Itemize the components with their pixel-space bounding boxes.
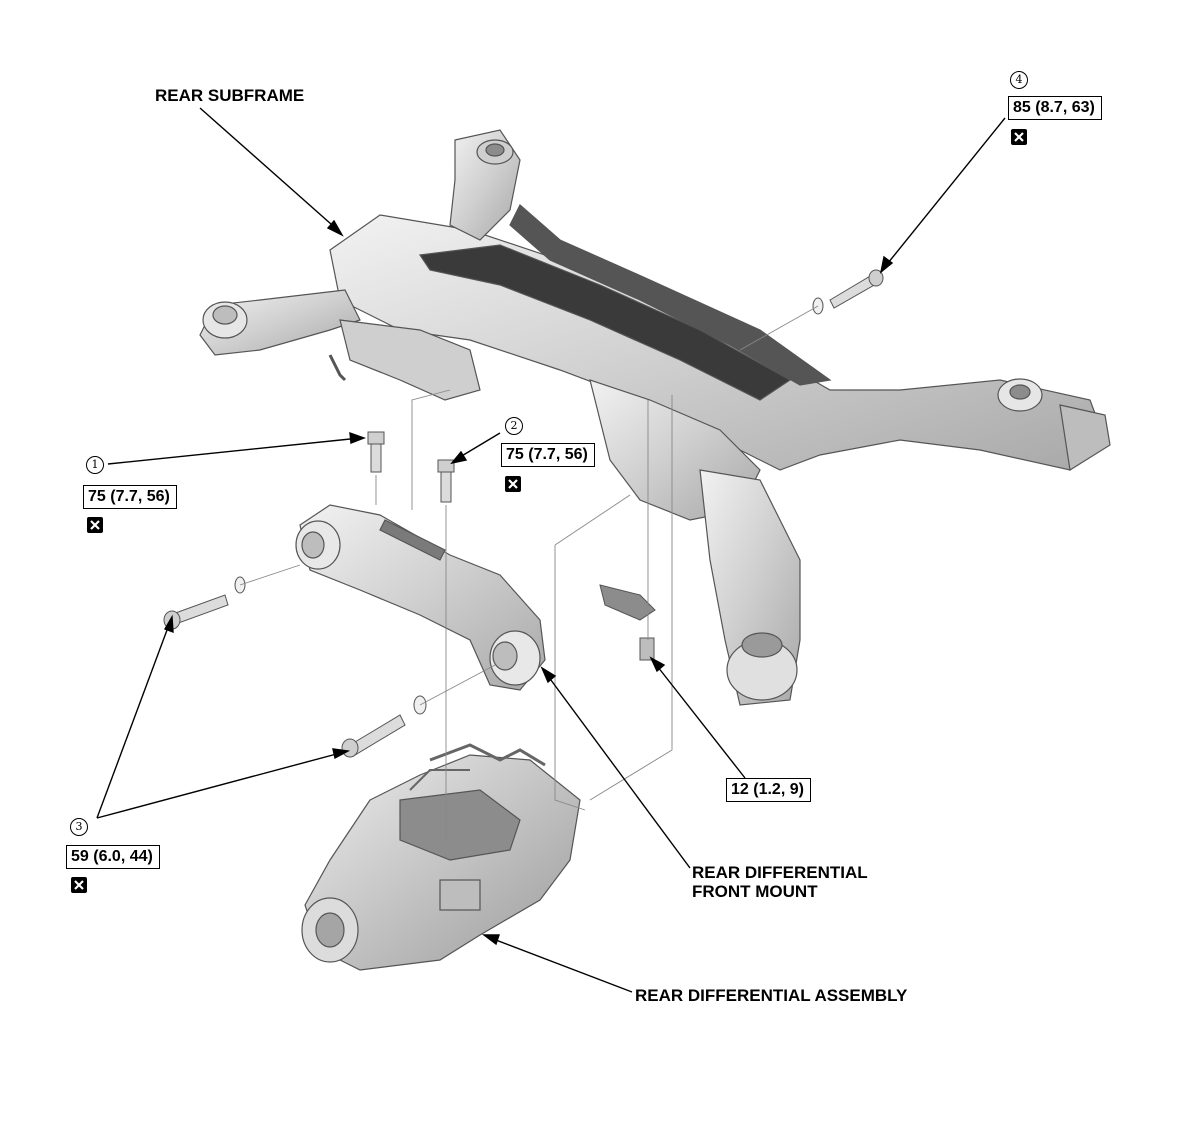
callout-2-torque: 75 (7.7, 56)	[501, 443, 595, 467]
leader-lines	[96, 107, 1006, 993]
callout-3-number: 3	[70, 818, 88, 836]
front-mount-label: REAR DIFFERENTIAL FRONT MOUNT	[692, 863, 868, 901]
replace-icon	[71, 877, 87, 893]
differential-assembly-drawing	[301, 743, 581, 971]
replace-icon	[87, 517, 103, 533]
callout-1-torque: 75 (7.7, 56)	[83, 485, 177, 509]
bracket-drawing	[599, 584, 656, 661]
replace-icon	[505, 476, 521, 492]
assembly-centerlines	[239, 305, 819, 840]
front-mount-label-line2: FRONT MOUNT	[692, 882, 818, 901]
callout-1-number: 1	[86, 456, 104, 474]
callout-2-number: 2	[505, 417, 523, 435]
replace-icon	[1011, 129, 1027, 145]
callout-4-torque: 85 (8.7, 63)	[1008, 96, 1102, 120]
fasteners-drawing	[163, 269, 884, 758]
callout-3-torque: 59 (6.0, 44)	[66, 845, 160, 869]
front-mount-drawing	[295, 504, 546, 691]
rear-subframe-label: REAR SUBFRAME	[155, 86, 305, 105]
front-mount-label-line1: REAR DIFFERENTIAL	[692, 863, 868, 882]
diff-assembly-label: REAR DIFFERENTIAL ASSEMBLY	[635, 986, 908, 1005]
rear-subframe-drawing	[199, 129, 1111, 706]
bracket-bolt-torque: 12 (1.2, 9)	[726, 778, 811, 802]
callout-4-number: 4	[1010, 71, 1028, 89]
